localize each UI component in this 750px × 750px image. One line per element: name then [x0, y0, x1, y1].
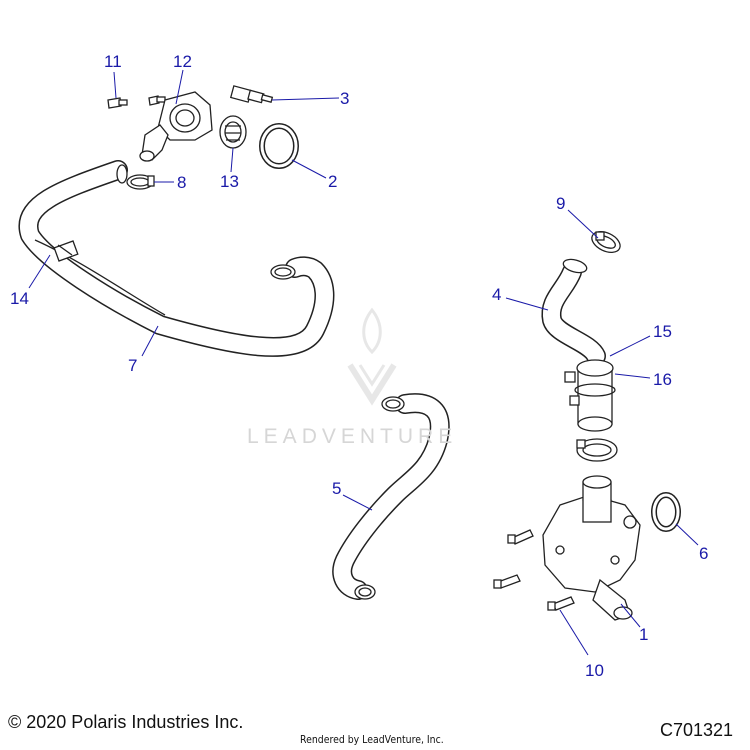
callout-12: 12: [173, 52, 192, 71]
callout-10: 10: [585, 661, 604, 680]
callout-9: 9: [556, 194, 566, 213]
callout-8: 8: [177, 173, 187, 192]
clamp-8: [126, 174, 155, 190]
bolt-11: [107, 95, 166, 109]
clamp-9: [591, 231, 621, 253]
watermark-logo: [347, 307, 397, 406]
o-ring-2: [259, 123, 299, 169]
thermostat-13: [219, 115, 247, 149]
thermostat-housing-12: [139, 91, 213, 162]
hose-7-clamp: [270, 264, 296, 280]
callout-4: 4: [492, 285, 502, 304]
callout-1: 1: [639, 625, 649, 644]
bolt-10: [493, 529, 575, 611]
hose-5: [332, 393, 450, 600]
lower-fitting-clamp: [576, 438, 618, 462]
o-ring-6: [651, 492, 681, 532]
watermark-text: LEADVENTURE: [247, 425, 458, 448]
copyright-text: © 2020 Polaris Industries Inc.: [8, 712, 244, 732]
callout-11: 11: [104, 52, 122, 71]
rendered-by-text: Rendered by LeadVenture, Inc.: [300, 733, 444, 746]
leader-lines: [28, 69, 699, 656]
diagram-id: C701321: [660, 720, 734, 740]
fitting-15-16: [564, 359, 616, 432]
callout-13: 13: [220, 172, 239, 191]
callout-7: 7: [128, 356, 138, 375]
hose-4: [541, 258, 606, 366]
callout-16: 16: [653, 370, 672, 389]
callout-2: 2: [328, 172, 338, 191]
hose-7: [18, 160, 335, 357]
callout-3: 3: [340, 89, 350, 108]
clip-14: [53, 240, 79, 262]
sensor-3: [229, 85, 274, 104]
callout-6: 6: [699, 544, 709, 563]
callout-15: 15: [653, 322, 672, 341]
callout-5: 5: [332, 479, 342, 498]
water-pump-1: [542, 475, 641, 621]
callout-14: 14: [10, 289, 29, 308]
